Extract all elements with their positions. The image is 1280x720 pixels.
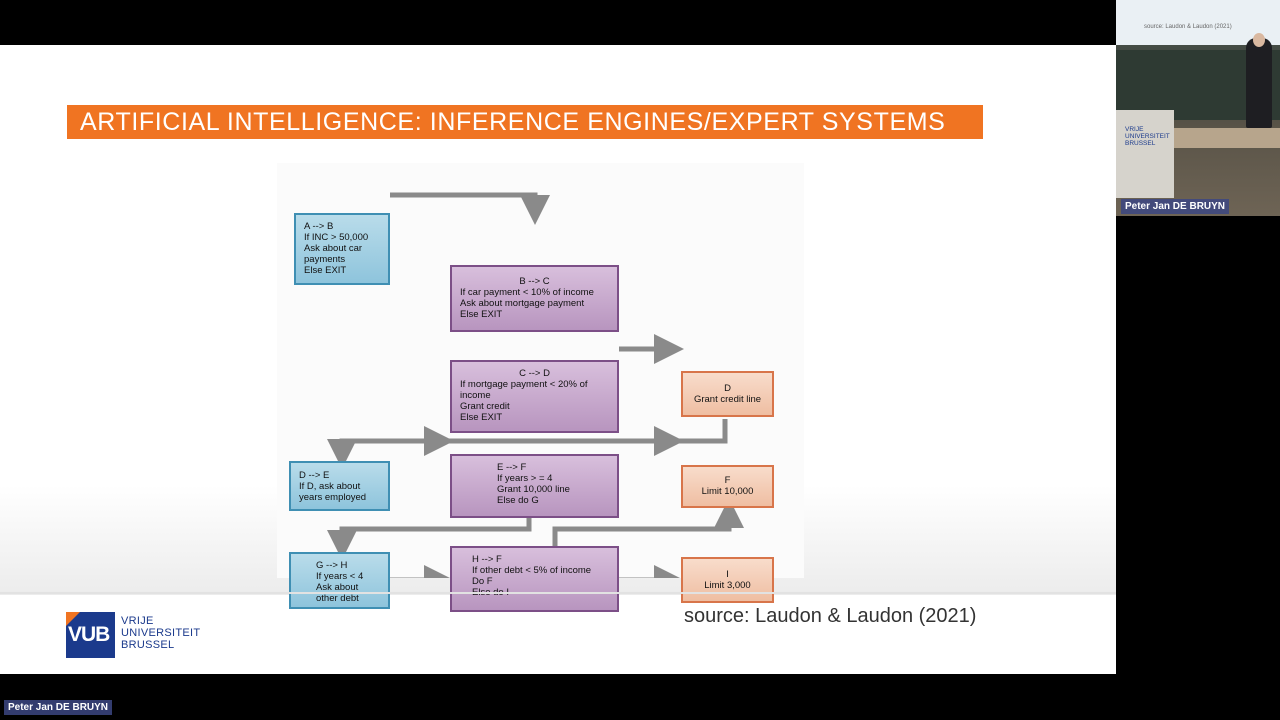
rule-h-f-line: Do F [472, 576, 493, 587]
rule-e-f-line: Else do G [497, 495, 539, 506]
rule-d-e-head: D --> E [299, 470, 330, 481]
rule-a-b-head: A --> B [304, 221, 334, 232]
webcam-projector-screen: source: Laudon & Laudon (2021) [1116, 0, 1280, 45]
diagram-arrows [327, 192, 744, 578]
arrow-ab-to-bc [390, 192, 550, 225]
rule-d-e-line: If D, ask about [299, 481, 361, 492]
logo-accent-shape [66, 612, 80, 626]
rule-g-h-head: G --> H [316, 560, 348, 571]
webcam-name-tag: Peter Jan DE BRUYN [1121, 199, 1230, 214]
rule-g-h-line: other debt [316, 593, 359, 604]
rule-box-e-f: E --> F If years > = 4 Grant 10,000 line… [450, 454, 619, 518]
rule-a-b-line: Ask about car [304, 243, 363, 254]
result-box-i: I Limit 3,000 [681, 557, 774, 603]
logo-wordmark: VRIJE UNIVERSITEIT BRUSSEL [121, 615, 200, 651]
rule-e-f-head: E --> F [497, 462, 527, 473]
rule-a-b-line: If INC > 50,000 [304, 232, 369, 243]
webcam-university-banner: VRIJE UNIVERSITEIT BRUSSEL [1116, 110, 1174, 198]
webcam-desk [1172, 128, 1280, 148]
slide-title-bar: ARTIFICIAL INTELLIGENCE: INFERENCE ENGIN… [67, 105, 983, 139]
rule-e-f-line: Grant 10,000 line [497, 484, 570, 495]
arrow-ef-to-gh [327, 518, 532, 560]
rule-box-d-e: D --> E If D, ask about years employed [289, 461, 390, 511]
presentation-slide: ARTIFICIAL INTELLIGENCE: INFERENCE ENGIN… [0, 45, 1116, 674]
result-box-f: F Limit 10,000 [681, 465, 774, 508]
rule-box-b-c: B --> C If car payment < 10% of income A… [450, 265, 619, 332]
result-f-head: F [724, 475, 731, 486]
result-i-line: Limit 3,000 [704, 580, 751, 591]
participant-name-tag: Peter Jan DE BRUYN [4, 700, 113, 715]
presenter-webcam[interactable]: source: Laudon & Laudon (2021) VRIJE UNI… [1116, 0, 1280, 216]
arrow-hf-to-f [552, 498, 744, 546]
arrow-d-to-de [327, 419, 728, 469]
vub-logo: VUB [66, 612, 115, 658]
rule-c-d-line: If mortgage payment < 20% of [460, 379, 588, 390]
logo-line: BRUSSEL [121, 639, 175, 651]
footer-divider [0, 592, 1116, 594]
rule-a-b-line: Else EXIT [304, 265, 347, 276]
rule-box-a-b: A --> B If INC > 50,000 Ask about car pa… [294, 213, 390, 285]
logo-mark: VUB [68, 623, 110, 646]
result-d-line: Grant credit line [693, 394, 762, 405]
expert-system-diagram: A --> B If INC > 50,000 Ask about car pa… [277, 163, 804, 612]
rule-b-c-line: If car payment < 10% of income [460, 287, 594, 298]
rule-c-d-line: Grant credit [460, 401, 510, 412]
logo-line: VRIJE [121, 615, 154, 627]
banner-line: UNIVERSITEIT [1125, 133, 1170, 140]
rule-b-c-line: Else EXIT [460, 309, 503, 320]
rule-h-f-head: H --> F [472, 554, 502, 565]
source-citation: source: Laudon & Laudon (2021) [684, 605, 977, 627]
rule-c-d-head: C --> D [519, 368, 550, 379]
rule-box-g-h: G --> H If years < 4 Ask about other deb… [289, 552, 390, 609]
result-i-head: I [726, 569, 729, 580]
rule-g-h-line: Ask about [316, 582, 359, 593]
presenter-figure [1246, 38, 1272, 128]
rule-e-f-line: If years > = 4 [497, 473, 553, 484]
banner-line: BRUSSEL [1125, 140, 1156, 147]
rule-box-h-f: H --> F If other debt < 5% of income Do … [450, 546, 619, 612]
rule-g-h-line: If years < 4 [316, 571, 364, 582]
rule-b-c-head: B --> C [519, 276, 550, 287]
rule-h-f-line: If other debt < 5% of income [472, 565, 592, 576]
slide-title: ARTIFICIAL INTELLIGENCE: INFERENCE ENGIN… [80, 108, 946, 136]
webcam-screen-text: source: Laudon & Laudon (2021) [1144, 24, 1232, 30]
rule-d-e-line: years employed [299, 492, 367, 503]
logo-line: UNIVERSITEIT [121, 627, 201, 639]
rule-c-d-line: Else EXIT [460, 412, 503, 423]
rule-a-b-line: payments [304, 254, 346, 265]
result-d-head: D [724, 383, 731, 394]
result-box-d: D Grant credit line [681, 371, 774, 417]
rule-b-c-line: Ask about mortgage payment [460, 298, 585, 309]
rule-box-c-d: C --> D If mortgage payment < 20% of inc… [450, 360, 619, 433]
result-f-line: Limit 10,000 [701, 486, 754, 497]
rule-c-d-line: income [460, 390, 491, 401]
banner-line: VRIJE [1125, 126, 1144, 133]
presenter-head [1253, 33, 1265, 47]
